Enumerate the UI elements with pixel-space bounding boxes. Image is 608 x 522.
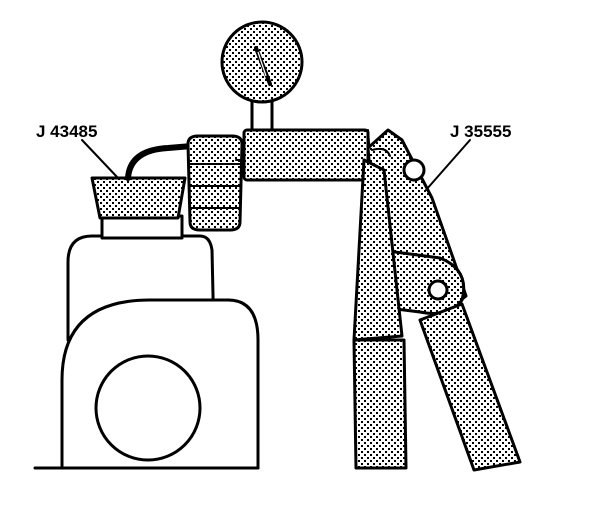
left-tool-label: J 43485: [36, 122, 97, 141]
right-tool-label: J 35555: [450, 122, 511, 141]
handle-ball: [402, 158, 426, 182]
reservoir-body: [33, 234, 260, 470]
vacuum-gauge: [220, 20, 304, 104]
pump-handles: [352, 128, 522, 472]
right-leader-line: [425, 139, 471, 191]
adapter-cap: [90, 176, 187, 220]
body-bore: [94, 354, 202, 462]
vacuum-hose: [125, 143, 195, 181]
left-leader-line: [81, 139, 119, 179]
fluid-canister: [186, 134, 247, 232]
gauge-stem: [250, 98, 274, 132]
pump-cylinder: [242, 128, 373, 182]
pivot-pin: [427, 279, 449, 301]
